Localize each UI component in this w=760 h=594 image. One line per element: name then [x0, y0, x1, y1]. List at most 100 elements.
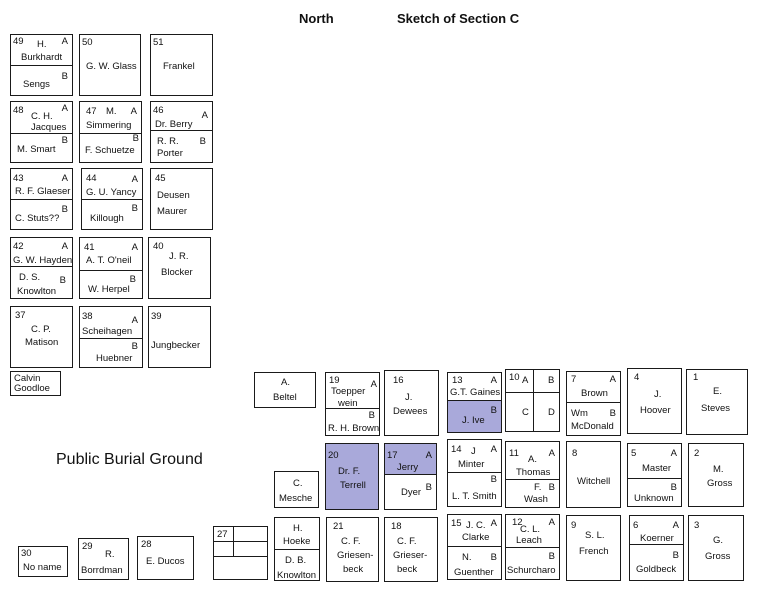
- plot-50[interactable]: 50 G. W. Glass: [79, 34, 141, 96]
- plot-17[interactable]: 17 A Jerry B Dyer: [384, 443, 437, 510]
- plot-10[interactable]: 10 A B C D: [505, 369, 560, 432]
- plot-b-marker: B: [61, 204, 68, 215]
- plot-goodloe[interactable]: Calvin Goodloe: [10, 371, 61, 396]
- plot-29[interactable]: 29 R. Borrdman: [78, 538, 129, 580]
- plot-16[interactable]: 16 J. Dewees: [384, 370, 439, 436]
- occupant-a: Clarke: [462, 532, 490, 543]
- occupant: Witchell: [577, 476, 611, 487]
- occupant: Terrell: [340, 480, 366, 491]
- plot-a-marker: A: [131, 174, 138, 185]
- plot-45[interactable]: 45 Deusen Maurer: [150, 168, 213, 230]
- plot-a-marker: A: [61, 103, 68, 114]
- plot-number: 9: [571, 520, 577, 531]
- occupant-a: H.: [293, 523, 303, 534]
- plot-13[interactable]: 13 A G.T. Gaines B J. Ive: [447, 372, 502, 433]
- occupant: Steves: [701, 403, 731, 414]
- plot-42[interactable]: 42 A G. W. Hayden D. S. B Knowlton: [10, 237, 73, 299]
- occupant: Dewees: [393, 406, 428, 417]
- plot-21[interactable]: 21 C. F. Griesen- beck: [326, 517, 379, 582]
- occupant-a: Koerner: [640, 533, 674, 544]
- plot-divider: [533, 370, 534, 431]
- plot-b-marker: B: [131, 203, 138, 214]
- plot-20[interactable]: 20 Dr. F. Terrell: [325, 443, 379, 510]
- plot-divider: [567, 402, 620, 403]
- plot-30[interactable]: 30 No name: [18, 546, 68, 577]
- plot-46[interactable]: 46 A Dr. Berry R. R. B Porter: [150, 101, 213, 163]
- plot-43[interactable]: 43 A R. F. Glaeser B C. Stuts??: [10, 168, 73, 230]
- occupant: C. F.: [397, 536, 417, 547]
- occupant-b: R. R.: [157, 136, 179, 147]
- plot-9[interactable]: 9 S. L. French: [566, 515, 621, 581]
- plot-47[interactable]: 47 M. A Simmering B F. Schuetze: [79, 101, 142, 163]
- occupant: J.: [654, 389, 662, 400]
- plot-number: 13: [452, 375, 463, 386]
- occupant-b: F.: [534, 482, 542, 493]
- plot-b-marker: B: [61, 135, 68, 146]
- plot-number: 42: [13, 241, 24, 252]
- plot-number: 21: [333, 521, 344, 532]
- plot-1[interactable]: 1 E. Steves: [686, 369, 748, 435]
- occupant: Hoover: [640, 405, 671, 416]
- occupant-b: Knowlton: [17, 286, 57, 297]
- plot-38[interactable]: 38 A Scheihagen B Huebner: [79, 306, 143, 368]
- occupant: C. F.: [341, 536, 361, 547]
- plot-28[interactable]: 28 E. Ducos: [137, 536, 194, 580]
- plot-18[interactable]: 18 C. F. Grieser- beck: [384, 517, 438, 582]
- occupant: Deusen: [157, 190, 190, 201]
- plot-40[interactable]: 40 J. R. Blocker: [148, 237, 211, 299]
- plot-number: 10: [509, 372, 520, 383]
- plot-number: 3: [694, 520, 700, 531]
- plot-hoeke-knowlton[interactable]: H. Hoeke D. B. Knowlton: [274, 517, 320, 581]
- plot-2[interactable]: 2 M. Gross: [688, 443, 744, 507]
- occupant-b: Huebner: [96, 353, 133, 364]
- plot-d-marker: D: [548, 407, 555, 418]
- plot-number: 20: [328, 450, 339, 461]
- plot-a-marker: A: [490, 444, 497, 455]
- plot-4[interactable]: 4 J. Hoover: [627, 368, 682, 434]
- occupant-b: Guenther: [454, 567, 494, 578]
- plot-44[interactable]: 44 A G. U. Yancy B Killough: [81, 168, 143, 230]
- occupant: Mesche: [279, 493, 313, 504]
- plot-number: 11: [509, 448, 519, 459]
- plot-b-marker: B: [131, 341, 138, 352]
- plot-11[interactable]: 11 A A. Thomas F. B Wash: [505, 441, 560, 508]
- plot-27[interactable]: 27: [213, 526, 268, 580]
- plot-number: 39: [151, 311, 162, 322]
- plot-number: 44: [86, 173, 97, 184]
- occupant-a: Minter: [458, 459, 485, 470]
- occupant-a: Hoeke: [283, 536, 311, 547]
- plot-51[interactable]: 51 Frankel: [150, 34, 213, 96]
- plot-number: 17: [387, 450, 398, 461]
- plot-divider: [11, 266, 72, 267]
- plot-15[interactable]: 15 J. C. A Clarke N. B Guenther: [447, 514, 502, 580]
- plot-7[interactable]: 7 A Brown Wm B McDonald: [566, 371, 621, 436]
- occupant-a: Burkhardt: [21, 52, 63, 63]
- plot-41[interactable]: 41 A A. T. O'neil B W. Herpel: [79, 237, 143, 299]
- plot-3[interactable]: 3 G. Gross: [688, 515, 744, 581]
- plot-19[interactable]: 19 A Toepper wein B R. H. Brown: [325, 372, 380, 436]
- occupant-a: G. W. Hayden: [13, 255, 73, 266]
- plot-b-marker: B: [672, 550, 679, 561]
- occupant-a: Dr. Berry: [155, 119, 193, 130]
- plot-divider: [628, 478, 681, 479]
- plot-mesche[interactable]: C. Mesche: [274, 471, 319, 508]
- plot-12[interactable]: 12 C. L. A Leach B Schurcharo: [505, 514, 560, 580]
- plot-49[interactable]: 49 A H. Burkhardt B Sengs: [10, 34, 73, 96]
- plot-39[interactable]: 39 Jungbecker: [148, 306, 211, 368]
- plot-number: 28: [141, 539, 152, 550]
- occupant: C. P.: [31, 324, 51, 335]
- plot-beltel[interactable]: A. Beltel: [254, 372, 316, 408]
- occupant: J.: [405, 392, 413, 403]
- occupant: Frankel: [163, 61, 195, 72]
- plot-5[interactable]: 5 A Master B Unknown: [627, 443, 682, 507]
- plot-48[interactable]: 48 A C. H. Jacques B M. Smart: [10, 101, 73, 163]
- plot-6[interactable]: 6 A Koerner B Goldbeck: [629, 515, 684, 581]
- plot-14[interactable]: 14 J A Minter B L. T. Smith: [447, 439, 502, 507]
- plot-b-marker: B: [59, 275, 66, 286]
- occupant-b: Wm: [571, 408, 588, 419]
- plot-a-marker: A: [61, 36, 68, 47]
- plot-a-marker: A: [490, 518, 497, 529]
- plot-8[interactable]: 8 Witchell: [566, 441, 621, 508]
- occupant-b: F. Schuetze: [85, 145, 135, 156]
- plot-37[interactable]: 37 C. P. Matison: [10, 306, 73, 368]
